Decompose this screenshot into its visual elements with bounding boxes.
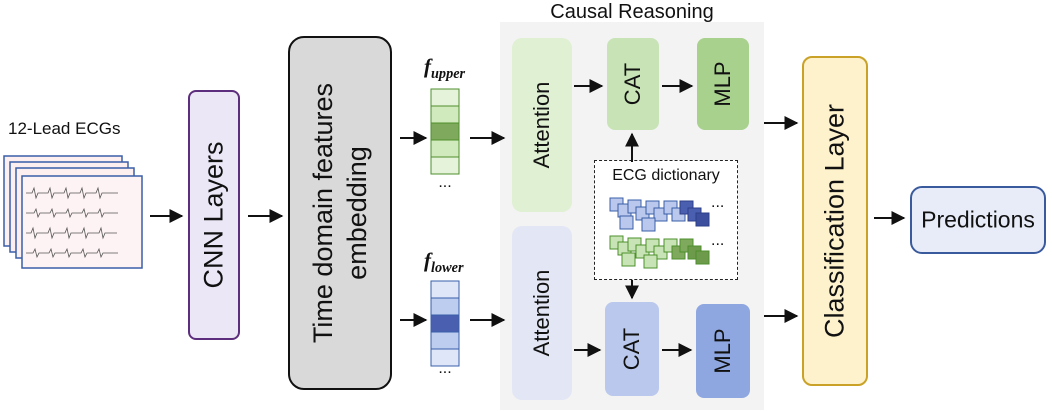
f-upper-ellipsis: ... (438, 174, 452, 191)
ecg-stack-image (3, 155, 143, 269)
upper-cat-block: CAT (607, 38, 659, 130)
cnn-layers-block: CNN Layers (188, 90, 240, 340)
f-upper-vector (430, 88, 460, 175)
predictions-block: Predictions (910, 186, 1046, 254)
f-lower-ellipsis: ... (438, 360, 452, 377)
f-upper-cell-5 (430, 156, 460, 175)
predictions-label: Predictions (921, 206, 1035, 233)
f-lower-label: flower (424, 248, 464, 277)
f-lower-cell-5 (430, 348, 460, 367)
classification-layer-block: Classification Layer (802, 56, 868, 386)
f-lower-symbol: f (424, 248, 431, 272)
f-upper-symbol: f (424, 54, 431, 78)
dictionary-ellipsis-top: ... (711, 194, 725, 211)
f-lower-subscript: lower (431, 260, 464, 277)
lower-cat-block: CAT (605, 302, 659, 396)
f-upper-subscript: upper (431, 66, 466, 83)
dictionary-ellipsis-bottom: ... (711, 232, 725, 249)
dictionary-green-entries (609, 235, 710, 269)
ecg-dictionary-label: ECG dictionary (612, 167, 720, 184)
lower-mlp-block: MLP (696, 304, 750, 398)
ecg-dictionary-entries (609, 197, 710, 269)
lower-attention-block: Attention (512, 226, 572, 400)
causal-reasoning-title: Causal Reasoning (550, 1, 714, 23)
ecg-input-label: 12-Lead ECGs (8, 119, 121, 138)
ecg-sheet-front (21, 175, 143, 269)
upper-attention-block: Attention (512, 38, 572, 212)
upper-mlp-block: MLP (697, 38, 749, 130)
time-domain-embedding-block: Time domain features embedding (288, 36, 392, 390)
f-upper-label: fupper (424, 54, 465, 83)
f-lower-vector (430, 280, 460, 367)
dictionary-blue-entries (609, 197, 710, 232)
